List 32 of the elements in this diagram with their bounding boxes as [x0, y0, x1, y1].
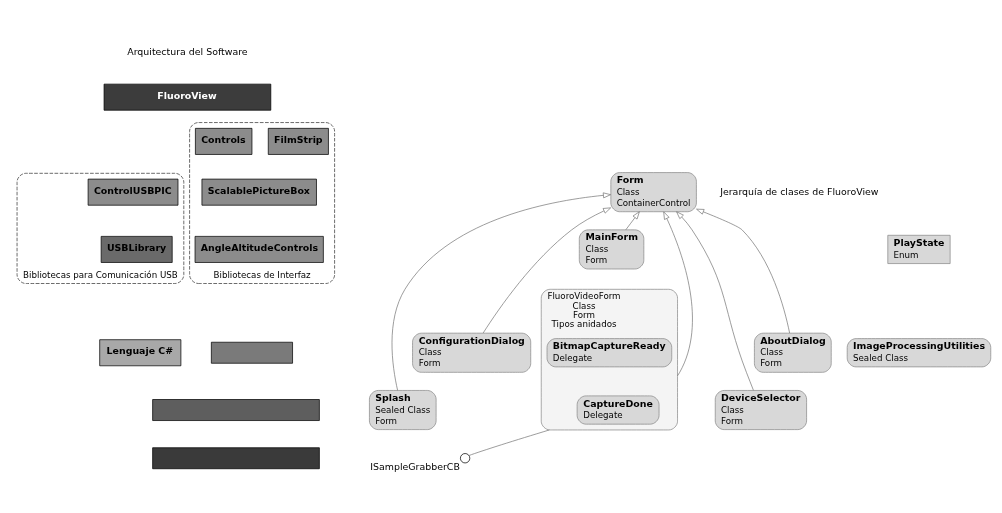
node-box: USBLibrary — [100, 236, 173, 263]
node-box: Form Class ContainerControl — [610, 172, 697, 213]
arrow — [482, 207, 612, 334]
arrow — [391, 192, 611, 391]
node-box: PlayState Enum — [887, 234, 951, 264]
node-box: ControlUSBPIC — [87, 178, 179, 206]
arrow — [663, 211, 693, 377]
node-box: BitmapCaptureReady Delegate — [546, 338, 673, 368]
node-box — [152, 447, 320, 470]
node-box: DeviceSelector Class Form — [714, 390, 807, 430]
arrow — [676, 211, 754, 391]
node-box: AboutDialog Class Form — [754, 332, 832, 373]
node-box: MainForm Class Form — [578, 229, 645, 270]
node-label: ISampleGrabberCB — [370, 461, 460, 473]
arrow — [696, 208, 790, 334]
node-box: ImageProcessingUtilities Sealed Class — [846, 338, 992, 368]
node-box: CaptureDone Delegate — [576, 395, 660, 425]
node-box: AngleAltitudeControls — [194, 236, 324, 263]
connector — [468, 429, 550, 456]
node-circle — [460, 453, 471, 464]
node-box: FilmStrip — [267, 128, 329, 155]
node-box: Lenguaje C# — [99, 339, 182, 367]
node-box: FluoroView — [103, 83, 272, 111]
arrow — [625, 211, 640, 231]
node-box: Controls — [195, 128, 253, 155]
label: Arquitectura del Software — [127, 46, 248, 58]
node-box: Splash Sealed Class Form — [369, 390, 437, 430]
label: Jerarquía de clases de FluoroView — [720, 185, 879, 197]
node-box — [211, 341, 293, 364]
node-box — [152, 399, 320, 421]
node-box: ConfigurationDialog Class Form — [412, 332, 532, 373]
node-box: ScalablePictureBox — [201, 178, 317, 206]
